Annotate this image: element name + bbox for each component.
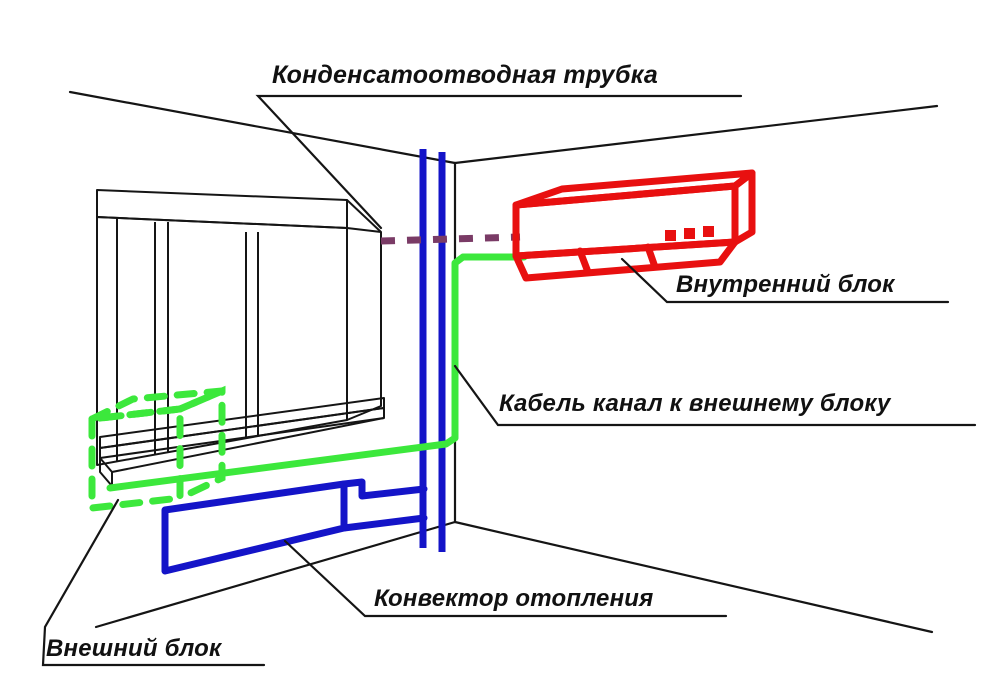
outdoor-unit-front-face [88,405,184,512]
cable-channel [106,253,528,492]
outdoor-unit [88,385,226,512]
window-right-jamb [346,199,382,421]
label-outdoor-unit: Внешний блок [46,635,222,662]
ceiling-line-right [453,104,939,165]
leader-outdoor-unit [41,498,266,667]
indoor-unit-top-face [512,169,756,209]
indoor-unit-louver-divider-1 [576,247,592,276]
indicator-light-1 [665,230,676,241]
label-cable-channel: Кабель канал к внешнему блоку [499,390,891,417]
indoor-unit-louver-divider-2 [644,243,659,271]
convector-pipe-lower [340,514,428,532]
label-heating-convector: Конвектор отопления [374,585,654,612]
indoor-unit-indicator-lights [665,226,714,241]
leader-cable-channel [453,364,977,427]
window [96,189,385,487]
ceiling-line-left [68,90,457,165]
label-condensate-drain-tube: Конденсатоотводная трубка [272,61,659,89]
indoor-unit [512,169,756,282]
heating-convector [161,478,428,575]
floor-line-right [453,520,934,634]
label-indoor-unit: Внутренний блок [676,271,895,298]
window-jamb-inner-edge [346,227,382,233]
indoor-unit-bottom-face [512,238,739,282]
outdoor-unit-side-face [176,385,226,502]
leader-lines [41,94,977,667]
condensate-drain-tube [380,233,521,245]
convector-pipe-upper [340,478,428,500]
drain-tube-line [380,233,521,245]
convector-body [161,480,348,575]
outdoor-unit-top-face [90,387,224,423]
cable-channel-route [106,253,528,492]
leader-drain-tube [255,94,743,230]
floor-line-left [94,520,457,629]
indicator-light-3 [703,226,714,237]
indicator-light-2 [684,228,695,239]
leader-indoor-unit [620,257,950,304]
riser-pipes [419,149,446,552]
leader-convector [283,539,728,618]
indoor-unit-side-face [731,169,756,246]
window-sill-underside [111,417,385,473]
room-structure [68,90,939,634]
